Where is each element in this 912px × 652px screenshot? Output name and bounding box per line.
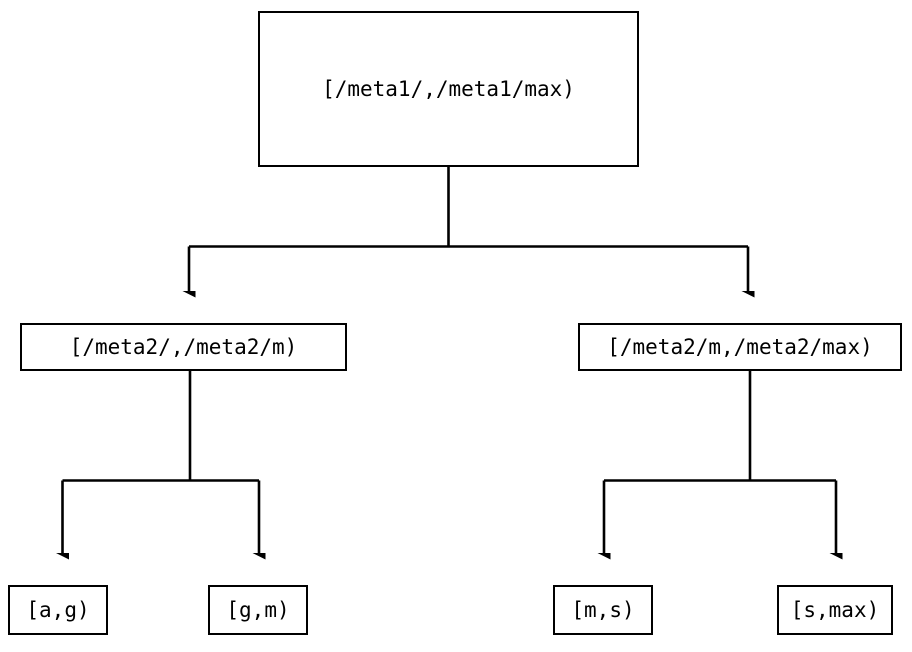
tree-node-leaf-ag-label: [a,g): [26, 597, 90, 622]
tree-node-leaf-ms[interactable]: [m,s): [553, 585, 653, 635]
tree-node-leaf-ms-label: [m,s): [571, 597, 635, 622]
edge-root-to-mid-level: [189, 167, 748, 291]
tree-node-leaf-smax[interactable]: [s,max): [777, 585, 893, 635]
tree-node-leaf-gm[interactable]: [g,m): [208, 585, 308, 635]
tree-node-root-label: [/meta1/,/meta1/max): [322, 76, 575, 101]
tree-node-leaf-ag[interactable]: [a,g): [8, 585, 108, 635]
edge-mid-left-to-leaves: [63, 371, 260, 553]
tree-node-leaf-smax-label: [s,max): [790, 597, 880, 622]
tree-node-mid-right[interactable]: [/meta2/m,/meta2/max): [578, 323, 902, 371]
tree-node-mid-right-label: [/meta2/m,/meta2/max): [607, 334, 873, 359]
tree-node-mid-left-label: [/meta2/,/meta2/m): [69, 334, 298, 359]
edge-mid-right-to-leaves: [604, 371, 836, 553]
tree-node-mid-left[interactable]: [/meta2/,/meta2/m): [20, 323, 347, 371]
tree-node-leaf-gm-label: [g,m): [226, 597, 290, 622]
tree-node-root[interactable]: [/meta1/,/meta1/max): [258, 11, 639, 167]
